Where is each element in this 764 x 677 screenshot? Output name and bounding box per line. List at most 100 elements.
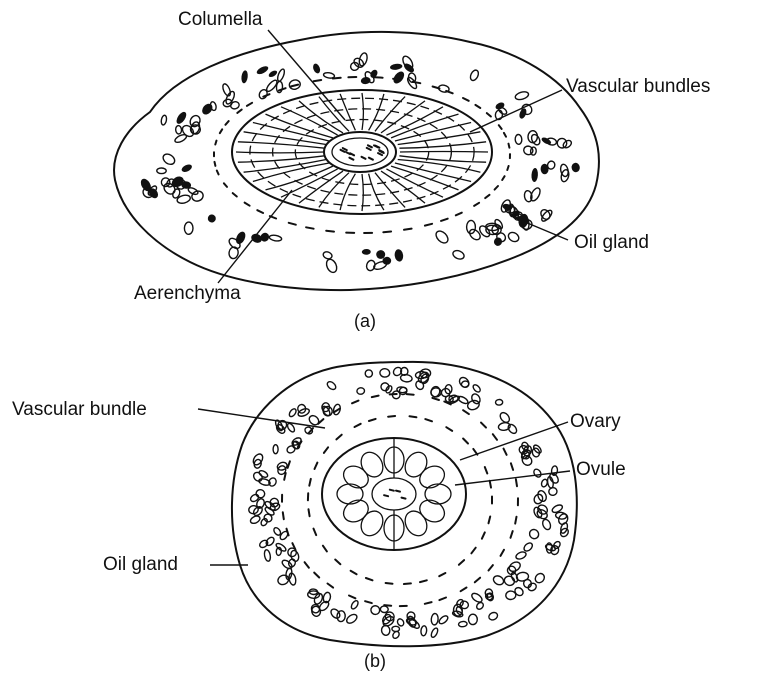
oil-gland-a-mark bbox=[493, 236, 504, 247]
oil-gland-b-mark bbox=[523, 541, 534, 552]
vascular-bundle-b-mark bbox=[493, 434, 497, 440]
columella-mark bbox=[367, 148, 371, 150]
oil-gland-b-mark bbox=[273, 445, 278, 454]
vascular-bundle-b-mark bbox=[463, 410, 469, 414]
aerenchyma-cell-wall bbox=[299, 171, 343, 203]
oil-gland-a-mark bbox=[434, 229, 450, 245]
oil-gland-b-mark bbox=[369, 604, 381, 616]
oil-gland-b-mark bbox=[438, 614, 449, 625]
caption-b: (b) bbox=[364, 652, 386, 670]
ovule bbox=[357, 448, 387, 481]
vascular-bundle-a-mark bbox=[441, 219, 448, 221]
vascular-bundle-ring-b bbox=[282, 394, 518, 606]
figure-b-outer-wall bbox=[232, 362, 577, 646]
vascular-bundle-b-mark bbox=[489, 565, 493, 570]
oil-gland-b-mark bbox=[396, 618, 405, 627]
vascular-bundle-a-mark bbox=[225, 121, 228, 125]
vascular-bundle-b-mark bbox=[446, 427, 452, 431]
vascular-bundle-a-mark bbox=[425, 224, 432, 226]
oil-gland-b-mark bbox=[527, 582, 538, 592]
vascular-bundle-a-mark bbox=[463, 98, 469, 101]
vascular-bundle-b-mark bbox=[410, 416, 417, 417]
label-aerenchyma: Aerenchyma bbox=[134, 284, 241, 303]
oil-glands-b bbox=[248, 366, 570, 640]
vascular-bundle-b-mark bbox=[366, 578, 373, 580]
vascular-bundle-b-mark bbox=[288, 461, 290, 468]
columella-mark bbox=[343, 148, 347, 150]
ovule bbox=[401, 448, 431, 481]
aerenchyma-cell-wall bbox=[362, 93, 363, 130]
vascular-bundle-b-mark bbox=[372, 396, 379, 398]
vascular-bundle-b-mark bbox=[351, 571, 357, 575]
aerenchyma-cell-wall bbox=[236, 152, 324, 153]
oil-gland-a-mark bbox=[362, 249, 371, 255]
oil-gland-b-mark bbox=[364, 369, 374, 379]
oil-gland-b-mark bbox=[495, 399, 503, 405]
oil-gland-b-mark bbox=[329, 607, 341, 620]
oil-gland-a-mark bbox=[452, 249, 466, 261]
vascular-bundle-a-mark bbox=[487, 113, 491, 116]
label-vascular-bundle: Vascular bundle bbox=[12, 400, 147, 419]
oil-gland-b-mark bbox=[531, 447, 540, 457]
vascular-bundle-b-mark bbox=[335, 560, 340, 565]
columella-mark bbox=[378, 153, 382, 155]
oil-gland-a-mark bbox=[234, 230, 247, 245]
oil-gland-b-mark bbox=[288, 408, 297, 418]
vascular-bundle-a-mark bbox=[245, 203, 250, 206]
oil-gland-a-mark bbox=[507, 231, 521, 244]
vascular-bundle-b-mark bbox=[516, 479, 517, 486]
vascular-bundle-a-mark bbox=[314, 80, 322, 81]
oil-gland-b-mark bbox=[541, 518, 552, 531]
vascular-bundle-a-mark bbox=[215, 141, 216, 145]
oil-gland-a-mark bbox=[175, 110, 189, 125]
oil-gland-a-mark bbox=[530, 133, 542, 146]
oil-gland-a-mark bbox=[322, 251, 333, 260]
vascular-bundle-b-mark bbox=[323, 546, 327, 552]
oil-gland-b-mark bbox=[460, 601, 469, 609]
vascular-bundle-b-mark bbox=[463, 439, 468, 444]
oil-gland-b-mark bbox=[380, 368, 390, 377]
ovule bbox=[425, 484, 451, 504]
label-oil-gland-b: Oil gland bbox=[103, 555, 178, 574]
vascular-bundle-a-mark bbox=[507, 166, 508, 170]
ovule bbox=[416, 496, 449, 526]
oil-gland-b-mark bbox=[470, 392, 482, 405]
oil-gland-b-mark bbox=[258, 469, 269, 478]
vascular-bundle-b-mark bbox=[461, 588, 467, 592]
vascular-bundle-b-mark bbox=[439, 598, 446, 601]
vascular-bundle-b-mark bbox=[471, 548, 475, 554]
vascular-bundle-a-mark bbox=[291, 85, 298, 87]
oil-gland-a-mark bbox=[571, 162, 581, 173]
oil-gland-b-mark bbox=[264, 549, 272, 561]
vascular-bundle-b-mark bbox=[352, 401, 359, 404]
vascular-bundle-a-mark bbox=[217, 171, 219, 175]
oil-gland-a-mark bbox=[531, 168, 538, 182]
oil-gland-a-mark bbox=[494, 101, 505, 111]
oil-gland-a-mark bbox=[390, 63, 403, 71]
vascular-bundle-b-mark bbox=[425, 419, 432, 421]
vascular-bundle-b-mark bbox=[283, 512, 284, 519]
caption-a: (a) bbox=[354, 312, 376, 330]
vascular-bundle-a-mark bbox=[499, 125, 502, 129]
ovule bbox=[340, 496, 373, 526]
leader-ovary bbox=[460, 422, 568, 460]
vascular-bundle-b-mark bbox=[490, 481, 491, 488]
aerenchyma-cells bbox=[236, 93, 488, 211]
vascular-bundle-b-mark bbox=[369, 419, 376, 421]
oil-gland-a-mark bbox=[175, 125, 182, 134]
vascular-bundle-b-mark bbox=[511, 463, 513, 470]
oil-gland-a-mark bbox=[161, 152, 176, 167]
oil-gland-a-mark bbox=[190, 190, 204, 203]
ovule bbox=[401, 507, 431, 540]
vascular-bundle-b-mark bbox=[439, 573, 445, 576]
ovule bbox=[340, 462, 373, 492]
vascular-bundle-b-mark bbox=[386, 583, 393, 584]
oil-gland-b-mark bbox=[255, 489, 266, 499]
oil-gland-b-mark bbox=[326, 380, 337, 391]
vascular-bundle-b-mark bbox=[336, 435, 341, 440]
vascular-bundle-b-mark bbox=[504, 449, 507, 455]
oil-gland-b-mark bbox=[267, 477, 277, 488]
oil-gland-b-mark bbox=[458, 376, 471, 390]
columella-mark bbox=[362, 157, 366, 159]
vascular-bundle-b-mark bbox=[425, 602, 432, 604]
